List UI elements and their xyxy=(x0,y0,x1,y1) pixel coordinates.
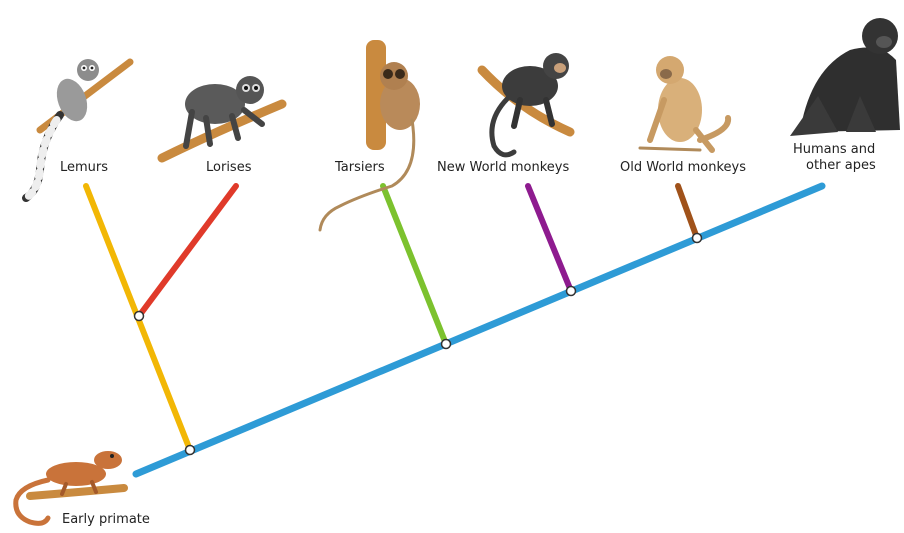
gorilla-icon xyxy=(790,18,900,136)
label-old-world-monkeys: Old World monkeys xyxy=(620,160,746,176)
label-new-world-monkeys: New World monkeys xyxy=(437,160,569,176)
new-world-monkey-icon xyxy=(482,53,570,155)
label-early-primate: Early primate xyxy=(62,512,150,528)
branch-node xyxy=(135,312,144,321)
loris-icon xyxy=(162,76,282,158)
label-lemurs: Lemurs xyxy=(60,160,108,176)
lorises-branch xyxy=(139,186,236,316)
label-lorises: Lorises xyxy=(206,160,251,176)
label-tarsiers: Tarsiers xyxy=(335,160,385,176)
label-humans-line1: Humans and xyxy=(793,142,875,158)
old-world-branch xyxy=(678,186,697,238)
lemur-icon xyxy=(26,59,130,198)
branch-node xyxy=(186,446,195,455)
branch-node xyxy=(567,287,576,296)
old-world-monkey-icon xyxy=(640,56,728,150)
label-humans-line2: other apes xyxy=(806,158,876,174)
tarsier-icon xyxy=(320,40,420,230)
tarsiers-branch xyxy=(383,186,446,344)
branch-node xyxy=(693,234,702,243)
branch-node xyxy=(442,340,451,349)
new-world-branch xyxy=(528,186,571,291)
trunk-branch xyxy=(136,186,822,474)
